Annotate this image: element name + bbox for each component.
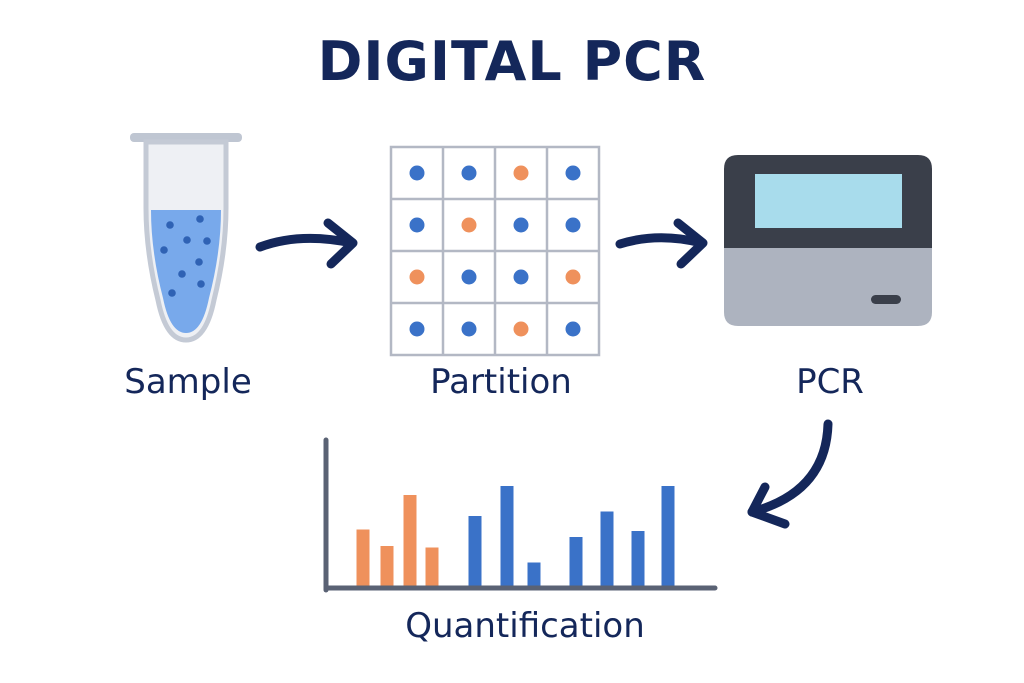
partition-droplet-blue	[461, 269, 477, 285]
partition-droplet-blue	[565, 321, 581, 337]
partition-droplet-orange	[461, 217, 477, 233]
partition-droplet-blue	[565, 217, 581, 233]
chart-bar	[380, 546, 394, 588]
diagram-title: DIGITAL PCR	[317, 30, 707, 93]
chart-bar	[468, 516, 482, 588]
partition-droplet-orange	[409, 269, 425, 285]
chart-bar	[600, 511, 614, 588]
arrow-sample-to-partition	[255, 218, 358, 269]
chart-bar	[356, 529, 370, 588]
chart-bar	[425, 547, 439, 588]
chart-bar	[661, 486, 675, 588]
sample-tube-icon	[130, 133, 242, 343]
step-label-pcr: PCR	[796, 362, 864, 402]
pcr-machine-slot	[871, 295, 901, 304]
partition-droplet-orange	[513, 165, 529, 181]
chart-bar	[569, 537, 583, 588]
partition-droplet-blue	[409, 217, 425, 233]
chart-bar	[500, 486, 514, 588]
step-label-quantification: Quantification	[405, 606, 645, 646]
partition-droplet-blue	[513, 217, 529, 233]
sample-particles	[160, 215, 211, 297]
partition-droplet-orange	[565, 269, 581, 285]
partition-droplet-orange	[513, 321, 529, 337]
partition-grid	[389, 145, 601, 357]
pcr-machine-icon	[724, 155, 932, 326]
partition-droplet-blue	[565, 165, 581, 181]
arrow-pcr-to-quantification	[747, 419, 833, 529]
step-label-sample: Sample	[124, 362, 252, 402]
arrow-partition-to-pcr	[615, 218, 708, 269]
chart-bar	[403, 495, 417, 588]
chart-bar	[527, 562, 541, 588]
partition-droplet-blue	[513, 269, 529, 285]
partition-droplet-blue	[409, 321, 425, 337]
pcr-machine-screen	[755, 174, 902, 228]
partition-droplet-blue	[409, 165, 425, 181]
step-label-partition: Partition	[430, 362, 572, 402]
partition-droplet-blue	[461, 165, 477, 181]
chart-bar	[631, 531, 645, 588]
quantification-chart	[323, 437, 718, 593]
partition-droplet-blue	[461, 321, 477, 337]
